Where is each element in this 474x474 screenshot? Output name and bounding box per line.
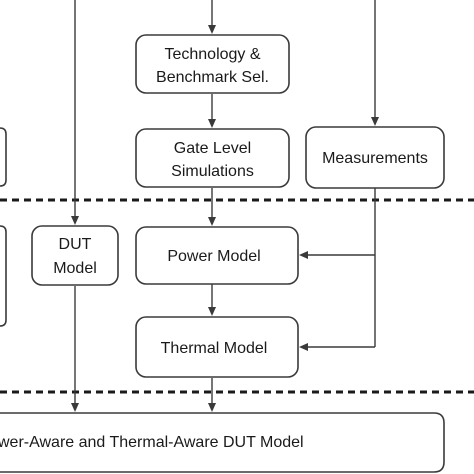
arrowhead-dut-model (71, 216, 79, 225)
final-dut-model-label: wer-Aware and Thermal-Aware DUT Model (0, 434, 304, 451)
offscreen-box-upper-edge (0, 127, 7, 187)
gate-level-line1: Gate Level (174, 140, 251, 157)
arrowhead-measurements-thermal (299, 343, 308, 351)
gate-level-box: Gate Level Simulations (135, 128, 290, 188)
arrowhead-final-left (71, 403, 79, 412)
gate-level-line2: Simulations (171, 163, 254, 180)
arrowhead-gate-level (208, 119, 216, 128)
arrowhead-measurements-power (299, 251, 308, 259)
arrowhead-tech-bench (208, 25, 216, 34)
tech-benchmark-box: Technology & Benchmark Sel. (135, 34, 290, 94)
power-model-label: Power Model (167, 248, 260, 265)
thermal-model-box: Thermal Model (135, 316, 299, 378)
dut-model-box: DUT Model (31, 225, 119, 286)
tech-benchmark-line2: Benchmark Sel. (156, 69, 269, 86)
dut-model-line1: DUT (59, 236, 92, 253)
offscreen-box-lower-edge (0, 225, 7, 327)
dut-model-line2: Model (53, 260, 97, 277)
arrowhead-measurements (371, 117, 379, 126)
final-dut-model-box: wer-Aware and Thermal-Aware DUT Model (0, 412, 445, 473)
arrowhead-power-model (208, 217, 216, 226)
measurements-box: Measurements (305, 126, 445, 189)
measurements-label: Measurements (322, 150, 428, 167)
arrowhead-final-center (208, 403, 216, 412)
power-model-box: Power Model (135, 226, 299, 285)
tech-benchmark-line1: Technology & (164, 46, 260, 63)
thermal-model-label: Thermal Model (161, 340, 268, 357)
arrowhead-thermal-model (208, 307, 216, 316)
